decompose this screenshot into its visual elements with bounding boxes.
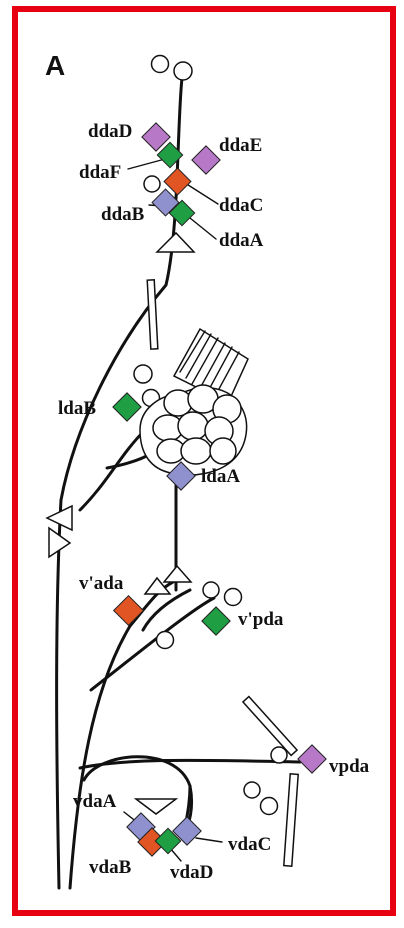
- triangle-central-right: [164, 566, 191, 582]
- triangles: [47, 233, 194, 814]
- panel-letter: A: [45, 50, 65, 81]
- circle-ventral-3: [261, 798, 278, 815]
- label-vpda: vpda: [329, 756, 370, 777]
- ddaA-pointer: [190, 218, 216, 239]
- label-ddaA: ddaA: [219, 230, 264, 251]
- scolopale-cell-5: [178, 412, 208, 440]
- circle-mid-left-1: [134, 365, 152, 383]
- circle-top-1: [152, 56, 169, 73]
- label-ddaD: ddaD: [88, 121, 132, 142]
- label-vdaD: vdaD: [170, 862, 213, 883]
- marker-vpda-prime: [202, 607, 230, 635]
- circle-vada-side: [157, 632, 174, 649]
- marker-vada: [114, 596, 144, 626]
- vpda-prime-branch: [91, 598, 214, 690]
- label-ldaA: ldaA: [201, 466, 240, 487]
- circle-ventral-1: [271, 747, 287, 763]
- bar-ventral-vertical: [284, 774, 298, 866]
- circle-ventral-2: [244, 782, 260, 798]
- scolopale-cell-9: [210, 438, 236, 464]
- vdaC-pointer: [196, 838, 222, 842]
- triangle-top: [157, 233, 194, 252]
- bar-upper-center: [147, 280, 158, 349]
- marker-ddaE: [192, 146, 220, 174]
- label-vdaC: vdaC: [228, 834, 271, 855]
- lateral-branch-left: [80, 430, 145, 510]
- label-ldaB: ldaB: [58, 398, 96, 419]
- label-vdaB: vdaB: [89, 857, 132, 878]
- vada-branch: [143, 590, 190, 630]
- ddaF-pointer: [128, 159, 165, 169]
- marker-ldaB: [113, 393, 141, 421]
- label-ddaC: ddaC: [219, 195, 263, 216]
- ddaC-pointer: [185, 183, 218, 204]
- circle-ddaB-side: [144, 176, 160, 192]
- label-vpda-prime: v'pda: [238, 609, 284, 630]
- label-ddaE: ddaE: [219, 135, 262, 156]
- triangle-ventral: [136, 799, 176, 814]
- label-ddaF: ddaF: [79, 162, 121, 183]
- circle-vpda-1: [203, 582, 219, 598]
- scolopale-cell-8: [181, 438, 211, 464]
- label-vdaA: vdaA: [73, 791, 117, 812]
- circle-top-2: [174, 62, 192, 80]
- marker-vpda: [298, 745, 326, 773]
- circle-vpda-2: [225, 589, 242, 606]
- bar-ventral-diagonal: [243, 697, 297, 756]
- label-vada: v'ada: [79, 573, 124, 594]
- chordotonal-organ: [140, 329, 248, 475]
- marker-ddaC: [164, 168, 191, 195]
- label-ddaB: ddaB: [101, 204, 145, 225]
